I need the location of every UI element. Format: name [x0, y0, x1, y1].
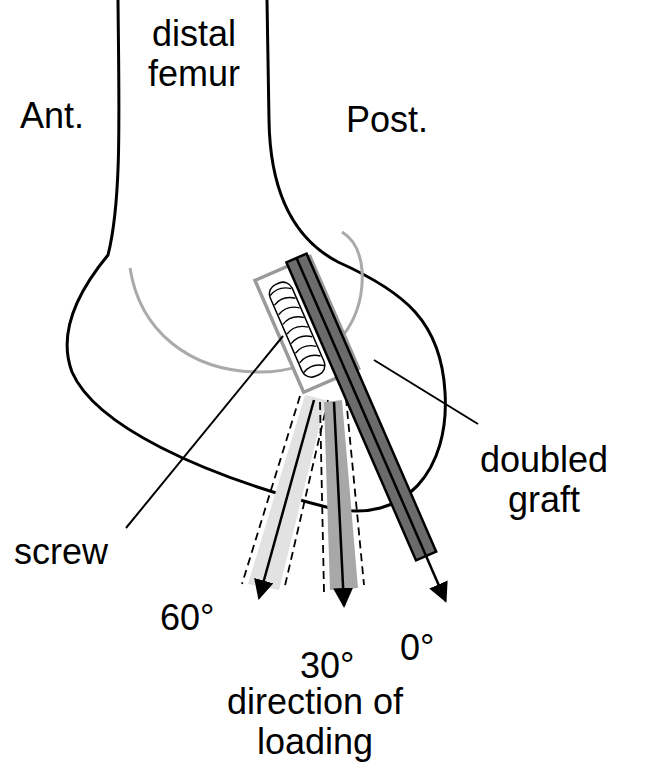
- thread-stroke: [290, 333, 312, 346]
- graft-centre-line: [296, 258, 445, 601]
- thread-stroke: [303, 361, 325, 374]
- thread-stroke: [299, 352, 321, 365]
- part-label: doubled graft: [448, 440, 640, 519]
- femur-outline: [67, 0, 445, 511]
- direction-label: Ant.: [20, 96, 130, 136]
- thread-stroke: [273, 294, 295, 307]
- band-60: [248, 395, 326, 590]
- part-label: screw: [14, 532, 144, 572]
- direction-label: Post.: [346, 100, 476, 140]
- thread-stroke: [282, 313, 304, 326]
- angle-label: 0°: [400, 628, 480, 668]
- axis-caption: direction of loading: [170, 682, 460, 761]
- thread-stroke: [294, 342, 316, 355]
- screw-threads: [269, 284, 324, 374]
- leader-line: [126, 336, 283, 528]
- thread-stroke: [269, 284, 291, 297]
- thread-stroke: [278, 304, 300, 317]
- load-arrow-60: [259, 400, 314, 598]
- part-label: distal femur: [118, 14, 270, 93]
- load-arrow-30: [334, 402, 344, 606]
- dashed-limit: [320, 402, 324, 592]
- thread-stroke: [286, 323, 308, 336]
- angle-label: 60°: [160, 598, 250, 638]
- screw-body: [266, 279, 328, 380]
- leader-line: [374, 360, 478, 424]
- angle-label: 30°: [300, 646, 390, 686]
